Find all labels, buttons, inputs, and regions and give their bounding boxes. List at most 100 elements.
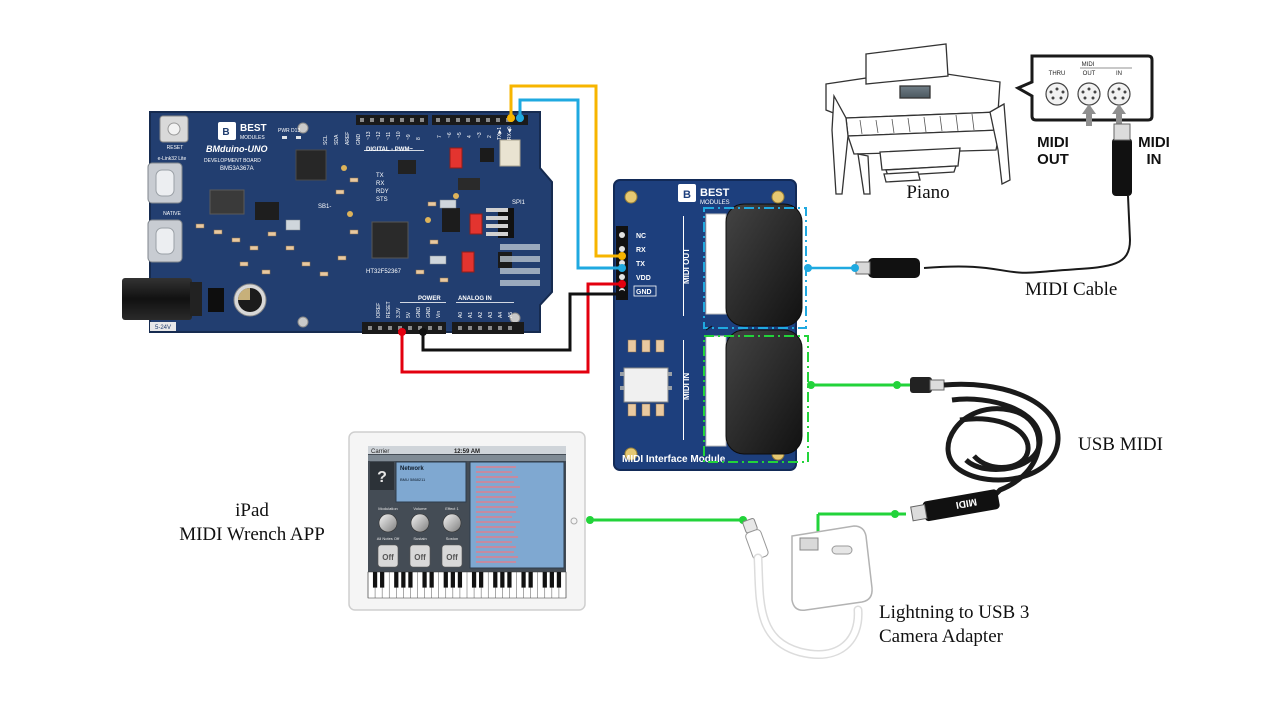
top-pin-11: ~11 [386,132,392,140]
native-label: NATIVE [163,211,181,217]
midi-interface-module: B BEST MODULES NC RX TX VDD GND MIDI OUT… [614,180,808,470]
ipad-knob-label-2: Volume [413,506,427,511]
top-pin-10: ~10 [396,131,402,140]
svg-text:?: ? [377,469,387,486]
midi-out-label-line2: OUT [1030,151,1076,168]
black-key [422,572,426,588]
black-key [500,572,504,588]
piano-label: Piano [896,182,960,204]
black-key [493,572,497,588]
usb-midi-cable: MIDI [807,377,1058,540]
top-pin-scl: SCL [323,135,329,145]
module-pin-vdd: VDD [636,275,651,282]
spi1-label: SPI1 [512,200,526,206]
module-title: MIDI Interface Module [622,454,726,465]
black-key [507,572,511,588]
ipad-knob-label-3: Effect 1 [445,506,459,511]
port-in-label: IN [1116,71,1122,77]
module-pin-rx: RX [636,247,646,254]
black-key [479,572,483,588]
module-pin-gnd: GND [636,289,652,296]
bmduino-brand-best: BEST [240,123,267,134]
port-out-label: OUT [1083,71,1096,77]
black-key [430,572,434,588]
black-key [458,572,462,588]
midi-out-label-line1: MIDI [1030,134,1076,151]
bmduino-subtitle: DEVELOPMENT BOARD [204,158,261,164]
midi-cable-label: MIDI Cable [1025,279,1117,301]
ipad: Carrier 12:59 AM ? Network BMU 5868211 M… [349,432,585,610]
sts-label: STS [376,197,388,203]
top-pin-3: ~3 [477,132,483,138]
bmduino-name: BMduino-UNO [206,144,267,154]
power-label: POWER [418,296,441,302]
black-key [557,572,561,588]
top-pin-8: 8 [416,137,422,140]
tx-label: TX [376,173,384,179]
top-pin-7: 7 [437,135,443,138]
power-pin-gnd1: GND [416,307,422,319]
black-key [472,572,476,588]
reset-label: RESET [167,145,184,151]
ipad-network-title: Network [400,466,424,472]
ipad-carrier: Carrier [371,449,389,455]
module-pin-tx: TX [636,261,645,268]
black-key [408,572,412,588]
ipad-label-line1: iPad [164,500,340,522]
power-pin-5v: 5V [406,311,412,318]
top-pin-5: ~5 [457,132,463,138]
top-pin-tx1: TX▶1 [497,127,503,140]
midi-in-label-line2: IN [1132,151,1176,168]
bmduino-brand-modules: MODULES [240,135,265,141]
top-pin-13: ~13 [366,131,372,140]
black-key [380,572,384,588]
bmduino-model: BM53A367A [220,166,254,172]
rx-label: RX [376,181,384,187]
power-pin-reset: RESET [386,301,392,318]
top-pin-12: ~12 [376,131,382,140]
pwr-label: PWR D13 [278,128,300,134]
piano-midi-ports-callout: MIDI THRU OUT IN [1018,56,1152,126]
voltage-label: 5-24V [155,325,171,331]
top-pin-4: 4 [467,135,473,138]
elink-label: e-Link32 Lite [158,156,187,162]
ipad-off-button-2: Off [414,553,426,562]
top-pin-sda: SDA [334,134,340,145]
ipad-off-button-3: Off [446,553,458,562]
port-header: MIDI [1082,62,1095,68]
port-thru-label: THRU [1049,71,1066,77]
analog-pin-a2: A2 [478,312,484,318]
top-pin-aref: AREF [345,132,351,145]
bmduino-board: RESET e-Link32 Lite NATIVE 5-24V B BEST … [122,112,552,334]
svg-text:B: B [683,189,691,201]
black-key [444,572,448,588]
midi-in-label: MIDI IN [1132,134,1176,168]
black-key [529,572,533,588]
power-pin-3v3: 3.3V [396,307,402,318]
module-pin-nc: NC [636,233,646,240]
sb1-label: SB1- [318,204,331,210]
black-key [451,572,455,588]
analog-pin-a3: A3 [488,312,494,318]
power-pin-ioref: IOREF [376,303,382,318]
analog-pin-a4: A4 [498,312,504,318]
ipad-time: 12:59 AM [454,449,480,455]
chip-label: HT32F52367 [366,269,402,275]
ipad-off-button-1: Off [382,553,394,562]
power-pin-vin: Vin [436,311,442,318]
camera-adapter [586,516,872,654]
black-key [394,572,398,588]
adapter-label-line2: Camera Adapter [879,626,1003,648]
ipad-label-line2: MIDI Wrench APP [164,524,340,546]
analog-pin-a5: A5 [508,312,514,318]
module-brand-best: BEST [700,187,730,199]
analog-label: ANALOG IN [458,296,492,302]
top-pin-2: 2 [487,135,493,138]
power-pin-gnd2: GND [426,307,432,319]
analog-pin-a1: A1 [468,312,474,318]
midi-out-label: MIDI OUT [1030,134,1076,168]
piano-illustration [826,44,1010,194]
top-pin-9: ~9 [406,134,412,140]
ipad-network-value: BMU 5868211 [400,477,426,482]
